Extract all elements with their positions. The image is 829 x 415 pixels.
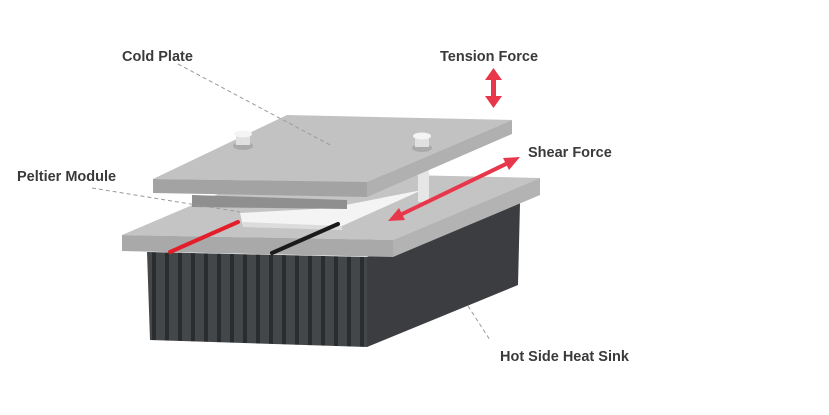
cold-plate-label: Cold Plate [122, 49, 193, 65]
peltier-module-label: Peltier Module [17, 169, 116, 185]
screw-standoff-left [233, 130, 253, 150]
tension-force-label: Tension Force [440, 49, 538, 65]
black-wire [270, 222, 340, 255]
shear-force-arrow [388, 157, 520, 221]
cold-side-block [192, 195, 347, 209]
heat-sink-label: Hot Side Heat Sink [500, 349, 630, 365]
cold-plate-leader [177, 63, 333, 147]
cold-plate [153, 115, 512, 197]
standoff-pillar [418, 170, 429, 202]
shear-force-label: Shear Force [528, 145, 612, 161]
heat-sink-leader [467, 305, 491, 341]
tension-force-arrow [485, 68, 502, 108]
red-wire [168, 220, 240, 254]
heat-sink [147, 203, 520, 347]
screw-standoff-right [412, 132, 432, 152]
peltier-leader [91, 187, 241, 213]
